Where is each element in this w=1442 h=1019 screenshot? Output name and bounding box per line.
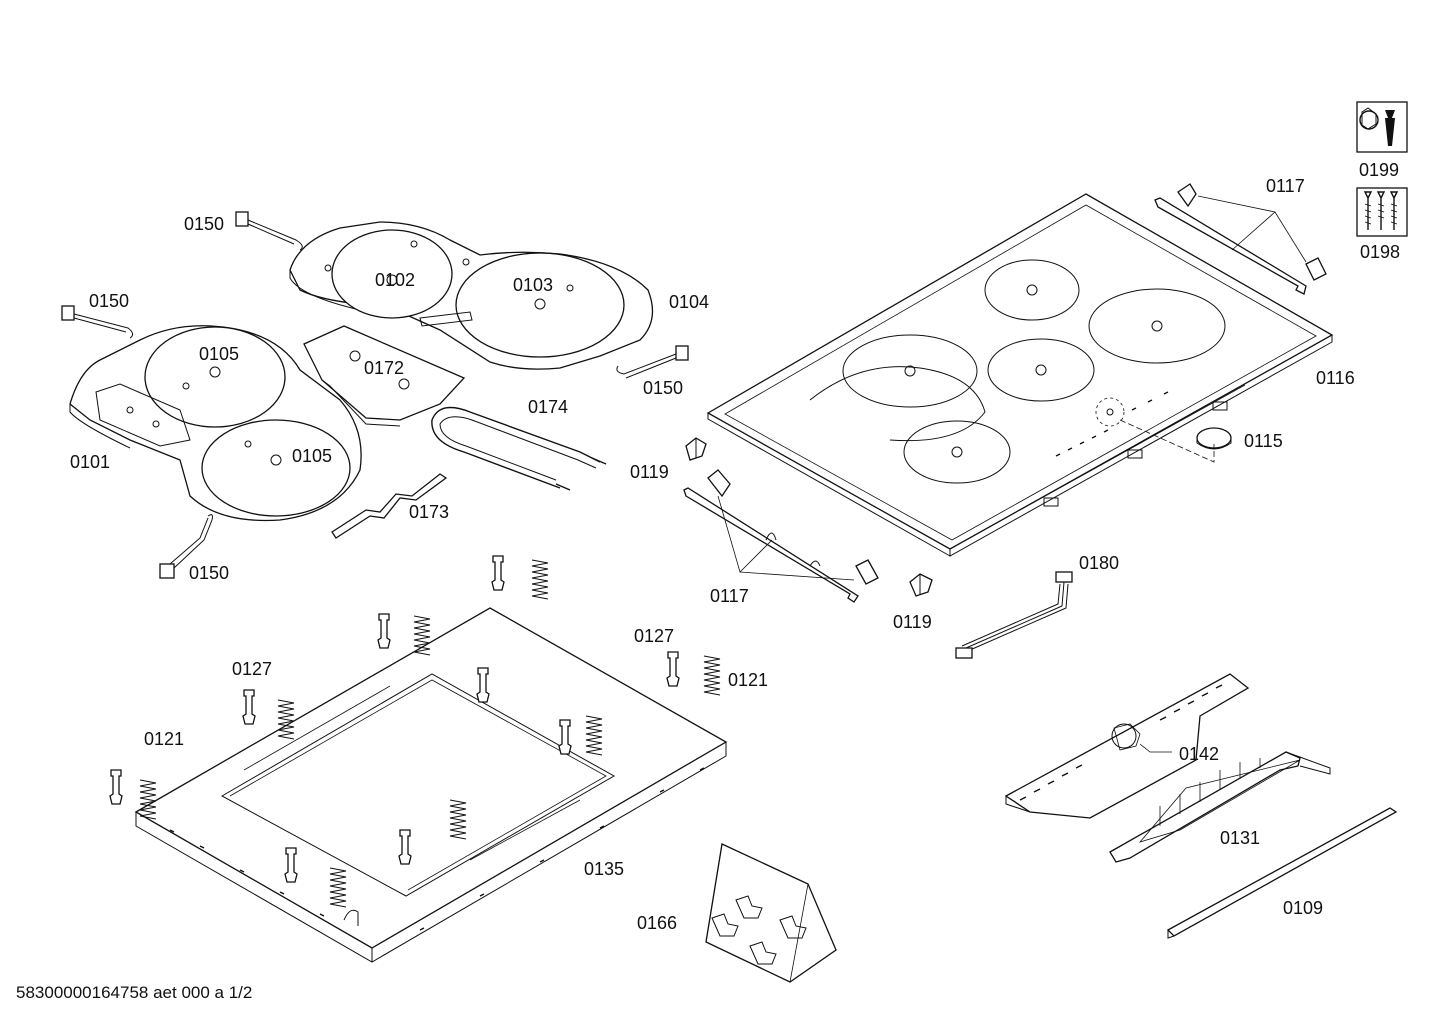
cable-0150-c[interactable] [616,345,689,379]
part-label-0199[interactable]: 0199 [1359,160,1399,180]
part-label-0150-b[interactable]: 0150 [89,291,129,311]
part-label-0102[interactable]: 0102 [375,270,415,290]
part-label-0131[interactable]: 0131 [1220,828,1260,848]
temperature-sensor-0174[interactable] [431,406,607,491]
part-label-0119-left[interactable]: 0119 [630,462,669,482]
ceramic-hob-top[interactable] [706,193,1334,557]
part-label-0198[interactable]: 0198 [1360,242,1400,262]
part-label-0150-d[interactable]: 0150 [189,563,229,583]
part-label-0117-top[interactable]: 0117 [1266,176,1305,196]
part-label-0173[interactable]: 0173 [409,502,449,522]
coil-carrier-0104[interactable] [289,221,654,370]
control-knob-0115[interactable] [1119,419,1232,463]
hardware-bag-0166[interactable] [705,843,837,983]
part-label-0135[interactable]: 0135 [584,859,624,879]
sensor-strip-0173[interactable] [331,473,448,539]
part-label-0150-a[interactable]: 0150 [184,214,224,234]
part-label-0116[interactable]: 0116 [1316,368,1355,388]
mounting-bracket-0117-top[interactable] [1154,183,1327,295]
clip-0119-right[interactable] [909,573,933,597]
part-label-0121-left[interactable]: 0121 [144,729,184,749]
spring-0121[interactable] [139,559,721,908]
part-label-0119-right[interactable]: 0119 [893,612,932,632]
part-label-0103[interactable]: 0103 [513,275,553,295]
wrench-tool-icon[interactable] [1356,101,1408,153]
document-id: 58300000164758 aet 000 a 1/2 [16,983,252,1002]
part-label-0105-upper[interactable]: 0105 [199,344,239,364]
cable-0150-b[interactable] [61,305,134,339]
part-label-0105-lower[interactable]: 0105 [292,446,332,466]
part-label-0101[interactable]: 0101 [70,452,110,472]
rail-0109[interactable] [1166,807,1398,939]
part-label-0127-left[interactable]: 0127 [232,659,272,679]
part-label-0117-bottom[interactable]: 0117 [710,586,749,606]
cable-0150-d[interactable] [159,514,213,579]
screws-icon[interactable] [1356,187,1408,237]
coil-carrier-0101[interactable] [69,325,362,522]
control-board-0142[interactable] [1004,673,1250,819]
mounting-bracket-0117-bottom[interactable] [683,469,879,603]
part-label-0180[interactable]: 0180 [1079,553,1119,573]
part-label-0121-right[interactable]: 0121 [728,670,768,690]
part-label-0127-right[interactable]: 0127 [634,626,674,646]
part-label-0109[interactable]: 0109 [1283,898,1323,918]
support-frame-0131[interactable] [1109,751,1331,863]
base-tray-0135[interactable] [134,607,728,963]
shield-plate-0172[interactable] [303,325,466,427]
clip-0119-left[interactable] [685,437,707,461]
part-label-0172[interactable]: 0172 [364,358,404,378]
part-label-0150-c[interactable]: 0150 [643,378,683,398]
part-label-0104[interactable]: 0104 [669,292,709,312]
part-label-0115[interactable]: 0115 [1244,431,1283,451]
cable-harness-0180[interactable] [955,571,1073,659]
part-label-0174[interactable]: 0174 [528,397,568,417]
part-label-0166[interactable]: 0166 [637,913,677,933]
part-label-0142[interactable]: 0142 [1179,744,1219,764]
cable-0150-a[interactable] [235,211,303,251]
foot-0127[interactable] [109,555,680,883]
